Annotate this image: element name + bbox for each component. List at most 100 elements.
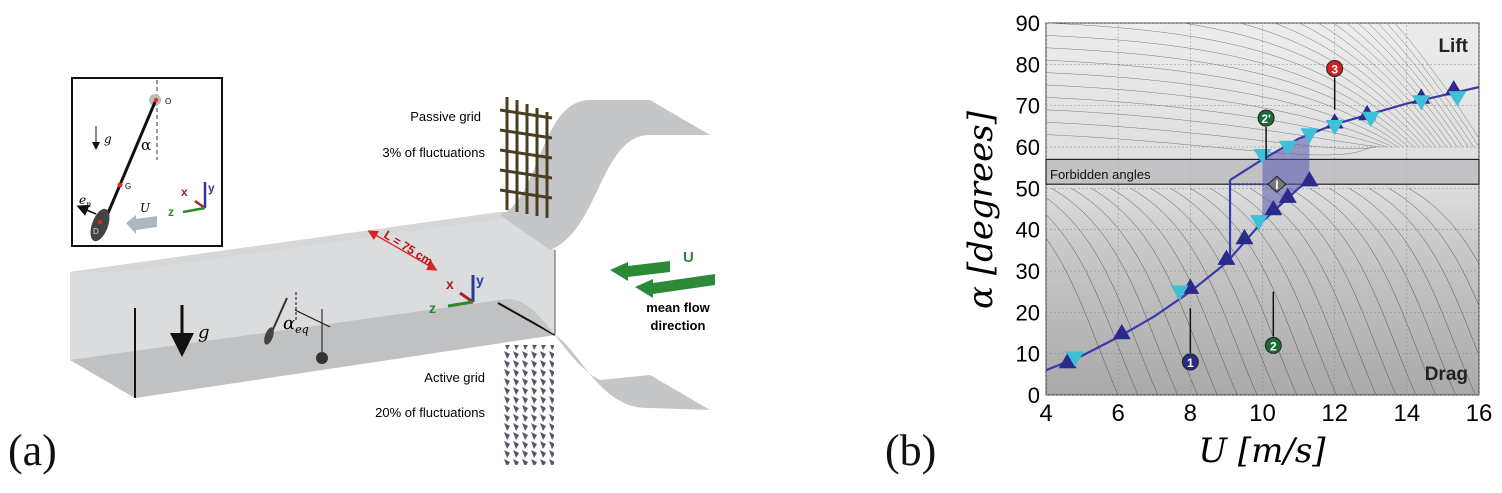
svg-text:D: D [93,227,99,236]
contour-line [1170,188,1298,395]
length-arrow [367,230,438,271]
y-tick-label: 40 [1016,218,1040,243]
tunnel-floor [70,300,555,398]
contour-line [1046,84,1393,148]
panel-a-label: (a) [8,426,57,475]
x-tick-label: 16 [1466,400,1493,427]
contraction-bottom [500,299,710,410]
svg-text:z: z [429,300,436,316]
decreasing-u-point [1412,95,1431,111]
increasing-u-point [1264,200,1283,216]
contour-line [1046,214,1139,395]
flow-label: U [683,249,694,266]
contour-line [1408,188,1479,265]
contour-line [1046,237,1119,395]
y-tick-label: 10 [1016,342,1040,367]
contour-line [1046,109,1382,148]
increasing-u-point [1181,278,1200,294]
contour-line [1046,72,1398,148]
contour-line [1130,188,1258,395]
active-grid-label: Active grid [424,370,485,385]
support-line [294,309,331,328]
decreasing-u-point [1278,140,1297,156]
support-weight [316,352,328,364]
x-tick-label: 14 [1393,400,1420,427]
tunnel-edge [497,302,556,336]
svg-text:g: g [104,132,112,146]
contour-line [1368,188,1479,357]
x-axis-label: U [m/s] [1198,431,1326,471]
svg-text:y: y [208,181,215,195]
y-tick-label: 80 [1016,52,1040,77]
flow-arrow-icon [635,274,715,298]
svg-text:α: α [141,136,151,154]
annotation-label: 2 [1270,339,1277,353]
contour-line [1298,23,1442,148]
drag-label: Drag [1425,364,1468,385]
contour-line [1190,188,1317,395]
y-axis-label: α [degrees] [961,110,1001,309]
contour-line [1367,23,1469,148]
contour-line [1377,23,1474,148]
decreasing-u-point [1325,120,1344,136]
x-tick-label: 6 [1111,400,1124,427]
upper-branch-curve [1229,85,1479,181]
y-tick-label: 50 [1016,176,1040,201]
decreasing-u-point [1300,128,1319,144]
active-fluct-label: 20% of fluctuations [375,405,485,420]
annotation-label: 3 [1331,62,1338,76]
contour-line [1273,23,1436,148]
contour-line [1394,23,1479,140]
contour-line [1229,188,1357,395]
contour-line [1357,23,1463,148]
increasing-u-point [1058,352,1077,369]
axes-triad: y x z [429,272,484,316]
contour-line [1150,188,1278,395]
pendulum-disk [264,327,274,345]
contour-line [1051,188,1178,395]
svg-text:U: U [140,201,151,215]
contour-line [1388,188,1479,307]
decreasing-u-point [1253,148,1272,165]
contour-line [1269,188,1397,395]
passive-grid [499,97,553,218]
unstable-point-marker [1267,175,1287,193]
annotation-label: 1 [1187,356,1194,370]
contour-line [1289,188,1417,395]
increasing-u-point [1217,249,1236,265]
contour-line [1210,188,1337,395]
svg-text:x: x [181,185,188,199]
increasing-u-point [1235,228,1254,245]
annotation-badge [1181,353,1199,371]
y-tick-label: 60 [1016,135,1040,160]
y-tick-label: 0 [1028,383,1040,408]
contour-line [1110,188,1238,395]
y-tick-label: 30 [1016,259,1040,284]
alpha-eq-label: αeq [283,313,309,336]
contour-line [1046,47,1409,148]
contour-line [1332,23,1453,148]
passive-fluct-label: 3% of fluctuations [382,145,485,160]
decreasing-u-point [1065,351,1084,367]
svg-text:y: y [476,272,484,288]
flow-caption: mean flow [646,300,710,315]
annotation-badge [1257,109,1275,127]
svg-text:en: en [79,193,91,209]
contour-line [1386,23,1479,148]
annotation-label: 2' [1261,112,1271,126]
pendulum-inset: O G D en g α U y x z [71,77,223,247]
contour-line [1046,197,1159,395]
contour-line [1238,23,1431,148]
y-tick-label: 90 [1016,11,1040,36]
contour-line [1046,35,1415,148]
x-tick-label: 8 [1184,400,1197,427]
contour-line [1348,188,1476,395]
annotation-badge [1264,336,1282,354]
passive-grid-label: Passive grid [410,109,481,124]
decreasing-u-point [1361,111,1380,128]
contour-line [1090,188,1218,395]
panel-b-label: (b) [885,426,937,475]
svg-text:G: G [125,182,131,191]
decreasing-u-point [1448,91,1467,107]
